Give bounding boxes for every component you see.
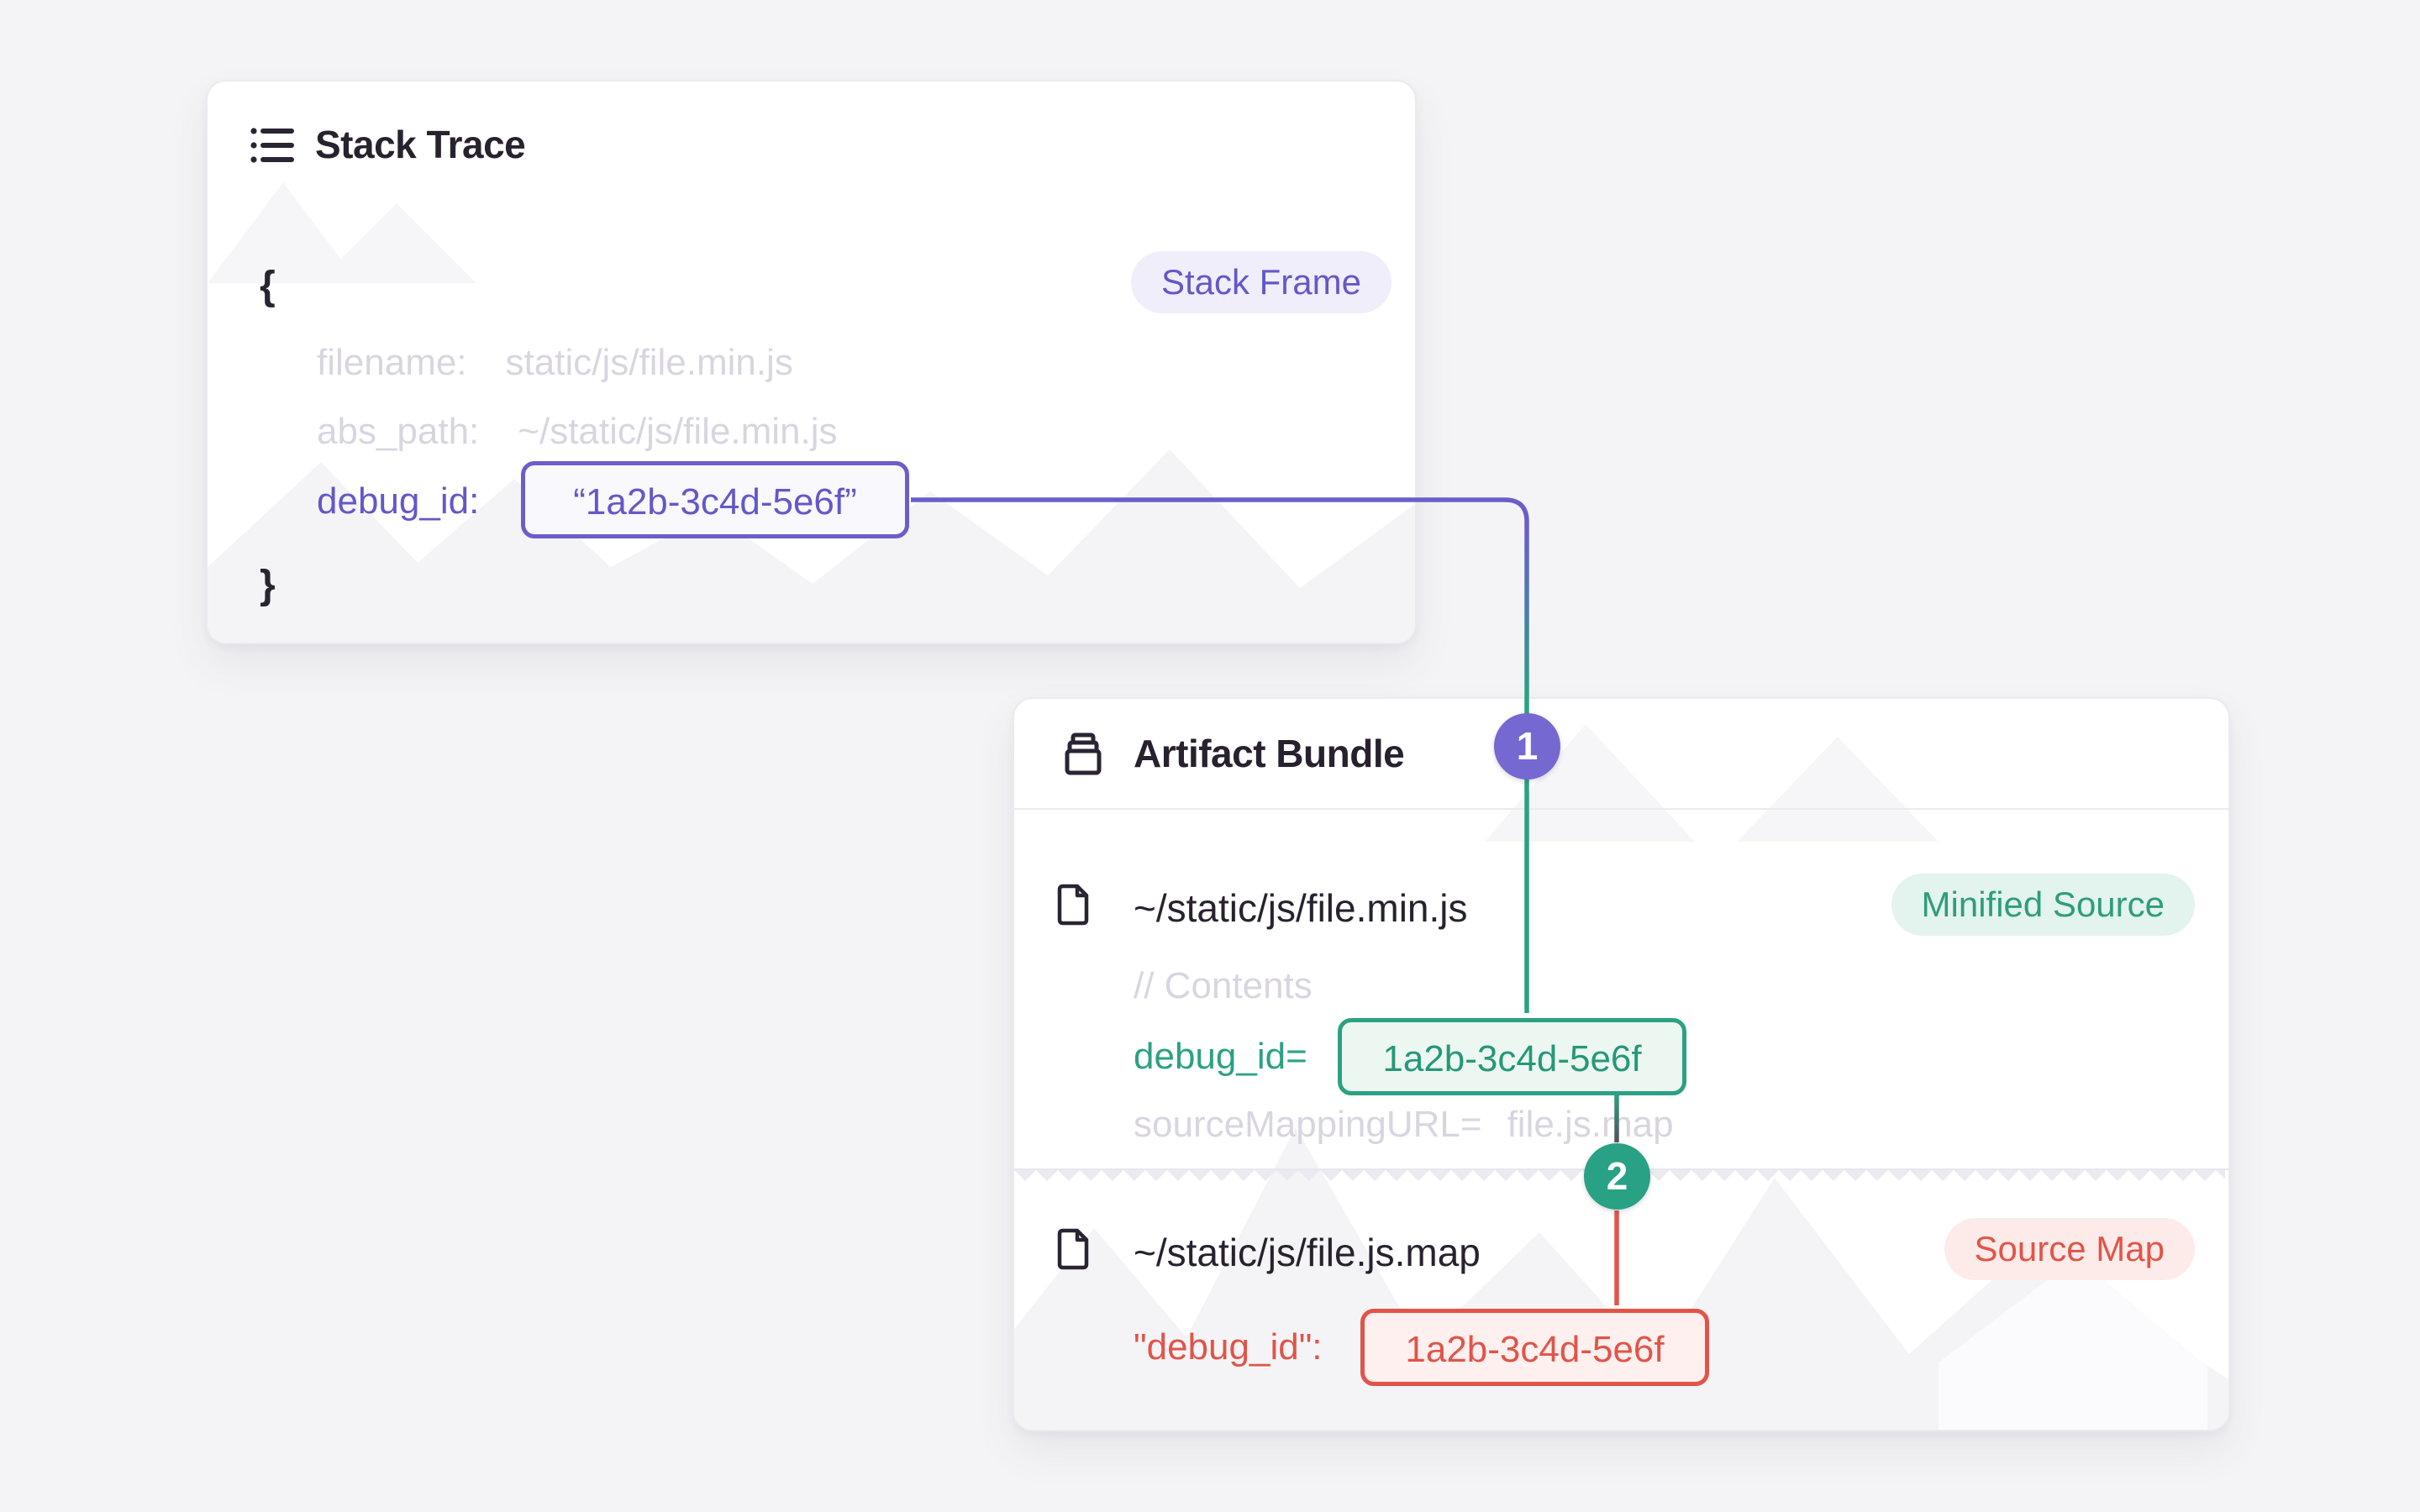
stack-trace-card: Stack Trace { Stack Frame filename: stati…: [206, 80, 1417, 644]
stack-frame-badge: Stack Frame: [1130, 251, 1392, 313]
file-icon: [1057, 1228, 1089, 1270]
debug-id-label: debug_id:: [317, 480, 480, 522]
bundle-debug-id-value-box: 1a2b-3c4d-5e6f: [1338, 1018, 1686, 1095]
abs-path-value: ~/static/js/file.min.js: [518, 411, 838, 452]
sourcemap-debug-id-value-box: 1a2b-3c4d-5e6f: [1360, 1309, 1709, 1386]
abs-path-row: abs_path: ~/static/js/file.min.js: [317, 411, 838, 453]
artifact-bundle-title: Artifact Bundle: [1134, 732, 1405, 775]
file-icon: [1057, 884, 1089, 926]
bundle-debug-id-label: debug_id=: [1134, 1036, 1307, 1077]
stack-trace-title: Stack Trace: [315, 123, 526, 166]
artifact-bundle-card: Artifact Bundle ~/static/js/file.min.js …: [1013, 697, 2230, 1431]
minified-source-badge: Minified Source: [1891, 874, 2195, 936]
debug-id-value-box: “1a2b-3c4d-5e6f”: [521, 461, 909, 538]
minified-file-path: ~/static/js/file.min.js: [1134, 886, 1468, 930]
source-mapping-url-label: sourceMappingURL=: [1134, 1104, 1482, 1145]
source-mapping-url-row: sourceMappingURL= file.js.map: [1134, 1104, 1674, 1146]
sourcemap-debug-id-label: "debug_id":: [1134, 1326, 1323, 1368]
filename-row: filename: static/js/file.min.js: [317, 342, 793, 384]
source-mapping-url-value: file.js.map: [1507, 1104, 1674, 1145]
archive-box-icon: [1065, 732, 1102, 775]
contents-comment: // Contents: [1134, 965, 1313, 1006]
open-brace: {: [260, 264, 276, 308]
filename-label: filename:: [317, 342, 467, 383]
list-icon: [250, 128, 294, 163]
sourcemap-file-path: ~/static/js/file.js.map: [1134, 1231, 1481, 1274]
abs-path-label: abs_path:: [317, 411, 480, 452]
header-divider: [1014, 808, 2228, 810]
source-map-badge: Source Map: [1944, 1218, 2195, 1280]
close-brace: }: [260, 563, 276, 607]
step-2-circle: 2: [1584, 1143, 1650, 1210]
step-1-circle: 1: [1494, 713, 1560, 780]
filename-value: static/js/file.min.js: [505, 342, 793, 383]
